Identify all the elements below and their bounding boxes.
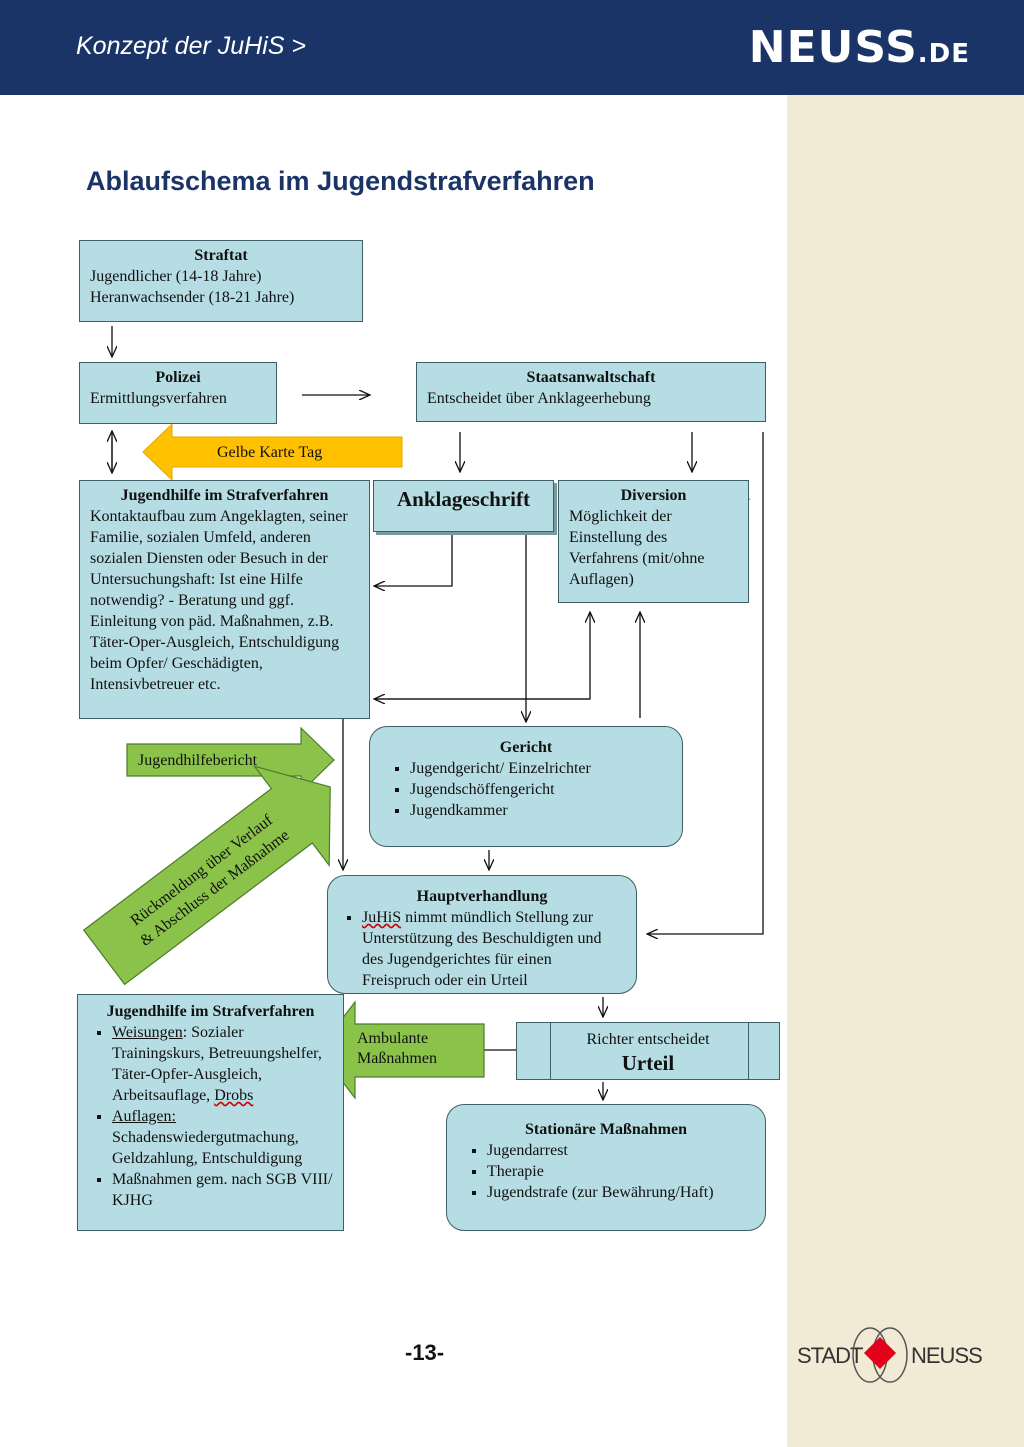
arrow-jugendhilfe-diversion [375,612,590,700]
ambulante-line-1: Ambulante [357,1030,429,1047]
drobs-word: Drobs [214,1087,254,1104]
green-arrow-rueckmeldung-shape [82,765,331,986]
gericht-list: Jugendgericht/ Einzelrichter Jugendschöf… [384,758,668,821]
arrow-anklage-jugendhilfe [374,535,453,586]
juhis-word: JuHiS [362,909,402,926]
staatsanwaltschaft-title: Staatsanwaltschaft [526,369,656,386]
weisungen-text: : Sozialer Trainingskurs, Betreuungshelf… [112,1024,322,1104]
polizei-title: Polizei [155,369,201,386]
gericht-item-3: Jugendkammer [410,800,668,821]
arrow-sta-hauptverhandlung [647,432,764,934]
auflagen-item: Auflagen: Schadenswiedergutmachung, Geld… [112,1106,335,1169]
box-jugendhilfe-2: Jugendhilfe im Strafverfahren Weisungen:… [77,994,344,1231]
jugendhilfe-2-title: Jugendhilfe im Strafverfahren [106,1003,315,1020]
diversion-text: Möglichkeit der Einstellung des Verfahre… [569,508,705,588]
straftat-title: Straftat [194,247,248,264]
hauptverhandlung-list: JuHiS nimmt mündlich Stellung zur Unters… [340,907,624,991]
urteil-bar-right [748,1023,749,1079]
jugendhilfe-2-list: Weisungen: Sozialer Trainingskurs, Betre… [86,1022,335,1211]
straftat-line-1: Jugendlicher (14-18 Jahre) [90,268,262,285]
box-urteil: Richter entscheidet Urteil [516,1022,780,1080]
gericht-title: Gericht [499,739,553,756]
page-number: -13- [405,1340,445,1365]
auflagen-label: Auflagen: [112,1108,176,1125]
logo-main: NEUSS [748,22,918,73]
footer-logo-right: NEUSS [911,1343,983,1368]
box-polizei: Polizei Ermittlungsverfahren [79,362,277,424]
box-anklageschrift: Anklageschrift [373,480,554,532]
stationaer-title: Stationäre Maßnahmen [525,1121,687,1138]
box-staatsanwaltschaft: Staatsanwaltschaft Entscheidet über Ankl… [416,362,766,422]
gericht-item-2: Jugendschöffengericht [410,779,668,800]
ambulante-label: Ambulante Maßnahmen [357,1029,437,1069]
auflagen-text: Schadenswiedergutmachung, Geldzahlung, E… [112,1129,303,1167]
jugendhilfe-1-text: Kontaktaufbau zum Angeklagten, seiner Fa… [90,508,348,693]
ambulante-line-2: Maßnahmen [357,1050,437,1067]
neuss-logo[interactable]: NEUSS.DE [749,22,970,73]
box-stationaer: Stationäre Maßnahmen Jugendarrest Therap… [446,1104,766,1231]
gelbe-karte-label: Gelbe Karte Tag [217,444,323,461]
gericht-item-1: Jugendgericht/ Einzelrichter [410,758,668,779]
urteil-line-2: Urteil [621,1051,675,1075]
anklageschrift-title: Anklageschrift [397,487,530,511]
stationaer-item-3: Jugendstrafe (zur Bewährung/Haft) [487,1182,751,1203]
box-hauptverhandlung: Hauptverhandlung JuHiS nimmt mündlich St… [327,875,637,994]
header-bar: Konzept der JuHiS > NEUSS.DE [0,0,1024,95]
box-diversion: Diversion Möglichkeit der Einstellung de… [558,480,749,603]
jugendhilfebericht-label: Jugendhilfebericht [138,752,258,769]
yellow-arrow-shape [142,422,403,482]
page-title: Ablaufschema im Jugendstrafverfahren [86,166,595,196]
stationaer-list: Jugendarrest Therapie Jugendstrafe (zur … [461,1140,751,1203]
header-title[interactable]: Konzept der JuHiS > [76,32,306,60]
logo-suffix: .DE [917,39,970,69]
urteil-bar-left [550,1023,551,1079]
weisungen-label: Weisungen [112,1024,183,1041]
box-jugendhilfe-1: Jugendhilfe im Strafverfahren Kontaktauf… [79,480,370,719]
stationaer-item-1: Jugendarrest [487,1140,751,1161]
stationaer-item-2: Therapie [487,1161,751,1182]
diversion-title: Diversion [620,487,687,504]
straftat-line-2: Heranwachsender (18-21 Jahre) [90,289,295,306]
box-gericht: Gericht Jugendgericht/ Einzelrichter Jug… [369,726,683,847]
polizei-line-1: Ermittlungsverfahren [90,390,227,407]
side-panel [787,95,1024,1447]
hauptverhandlung-title: Hauptverhandlung [416,888,548,905]
box-straftat: Straftat Jugendlicher (14-18 Jahre) Hera… [79,240,363,322]
urteil-line-1: Richter entscheidet [586,1031,710,1048]
weisungen-item: Weisungen: Sozialer Trainingskurs, Betre… [112,1022,335,1106]
staatsanwaltschaft-line-1: Entscheidet über Anklageerhebung [427,390,651,407]
jugendhilfe-1-title: Jugendhilfe im Strafverfahren [120,487,329,504]
stadt-neuss-emblem [852,1327,908,1383]
hauptverhandlung-text: nimmt mündlich Stellung zur Unterstützun… [362,909,602,989]
hauptverhandlung-item: JuHiS nimmt mündlich Stellung zur Unters… [362,907,624,991]
massnahmen-item: Maßnahmen gem. nach SGB VIII/ KJHG [112,1169,335,1211]
